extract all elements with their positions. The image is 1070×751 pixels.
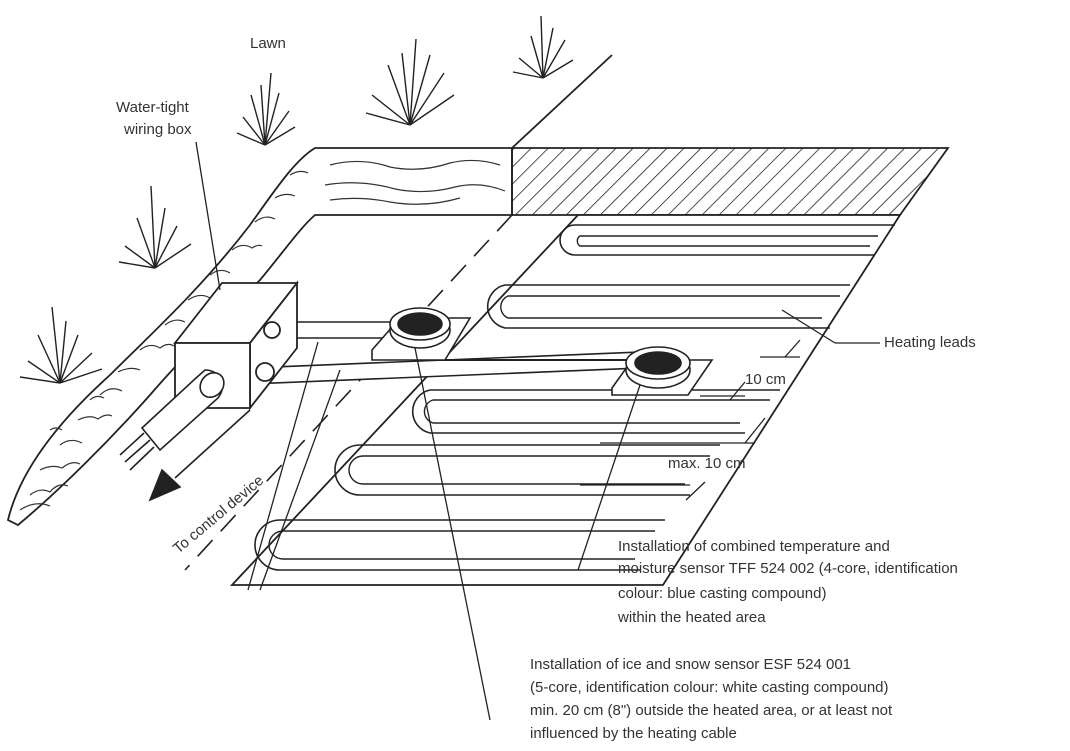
soil-texture <box>19 159 506 511</box>
lawn-label: Lawn <box>250 35 286 52</box>
tff-sensor-text-4: within the heated area <box>618 609 766 626</box>
grass-tufts <box>19 15 574 384</box>
grass-tuft <box>236 72 296 146</box>
grass-tuft <box>365 38 455 126</box>
tff-sensor <box>611 346 714 396</box>
dimension-markers <box>580 339 801 501</box>
tff-sensor-text-2: moisture sensor TFF 524 002 (4-core, ide… <box>618 560 958 577</box>
esf-sensor <box>371 307 472 361</box>
leader-lines <box>195 141 880 721</box>
max-spacing-label: max. 10 cm <box>668 455 746 472</box>
grass-tuft <box>118 185 192 269</box>
grass-tuft <box>19 306 103 384</box>
tff-sensor-text-1: Installation of combined temperature and <box>618 538 890 555</box>
control-cable <box>119 369 225 471</box>
dashed-boundary <box>184 214 513 571</box>
hatched-edge <box>511 147 950 216</box>
esf-sensor-text-1: Installation of ice and snow sensor ESF … <box>530 656 852 673</box>
esf-sensor-text-3: min. 20 cm (8") outside the heated area,… <box>530 702 893 719</box>
heating-leads-label: Heating leads <box>884 334 976 351</box>
tff-sensor-text-3: colour: blue casting compound) <box>618 585 827 602</box>
grass-tuft <box>512 15 574 79</box>
esf-sensor-text-4: influenced by the heating cable <box>530 725 737 742</box>
spacing-label: 10 cm <box>745 371 786 388</box>
esf-sensor-text-2: (5-core, identification colour: white ca… <box>530 679 889 696</box>
heating-cable-inner <box>268 235 878 560</box>
road-edge <box>511 54 613 149</box>
control-arrow <box>148 409 251 502</box>
wiring-box-label-2: wiring box <box>124 121 192 138</box>
heating-cable <box>254 224 895 571</box>
wiring-box-label-1: Water-tight <box>116 99 189 116</box>
